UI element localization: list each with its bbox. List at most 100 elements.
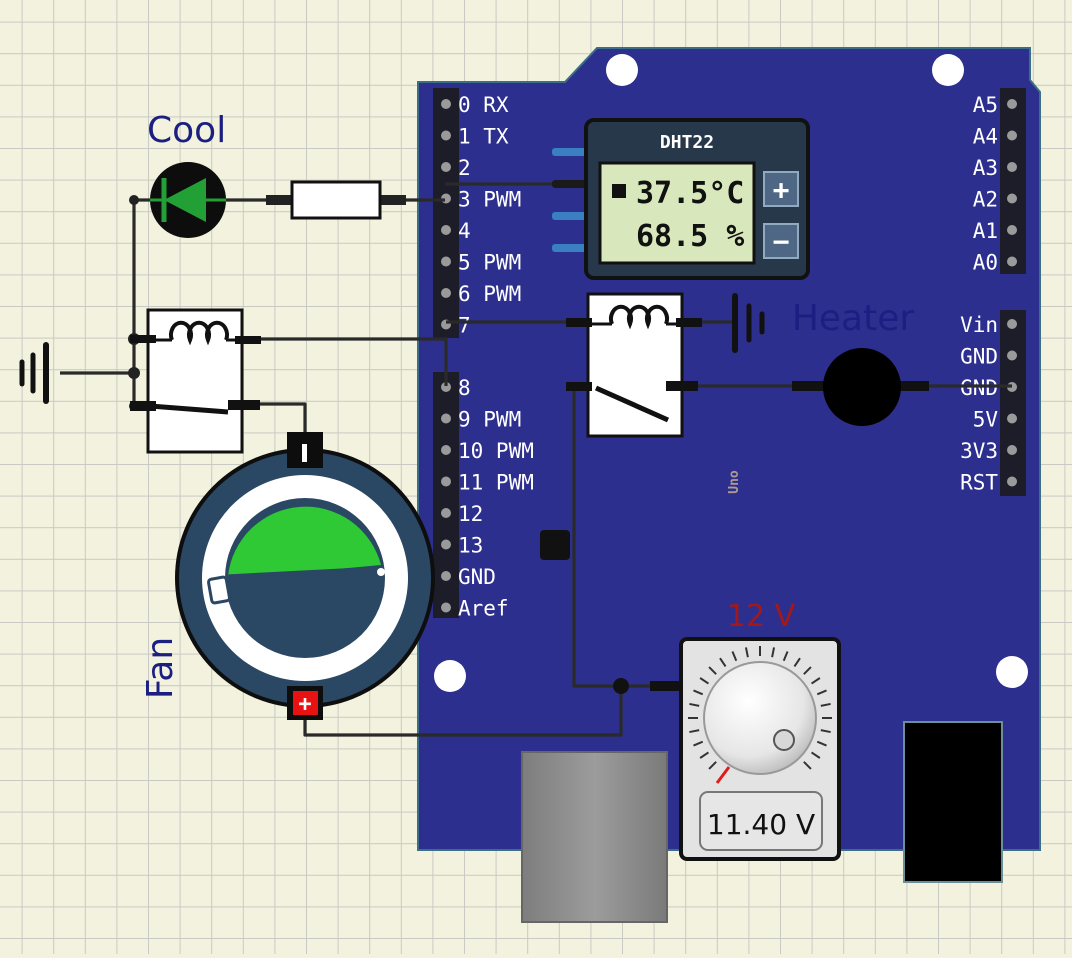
pin-label-left: 7 <box>458 314 471 338</box>
pin-label-left: 11 PWM <box>458 471 534 495</box>
header-right-upper <box>1000 88 1026 274</box>
dht22-sensor[interactable]: DHT22 37.5°C 68.5 % + − <box>552 118 810 280</box>
pin-left-6[interactable] <box>441 288 451 298</box>
pin-label-right: GND <box>960 376 998 400</box>
pin-right-7[interactable] <box>1007 350 1017 361</box>
pin-left-1[interactable] <box>441 130 451 141</box>
dial-tick <box>816 740 827 747</box>
pin-left-5[interactable] <box>441 256 451 267</box>
dht22-lcd <box>598 161 756 265</box>
pin-label-right: GND <box>960 345 998 369</box>
header-left-upper <box>433 88 459 338</box>
pin-right-10[interactable] <box>1007 445 1017 455</box>
wire-label-block <box>540 530 570 560</box>
pin-left-14[interactable] <box>441 571 451 581</box>
ground-symbol-heater <box>732 293 765 353</box>
voltage-display <box>699 791 823 851</box>
pin-right-9[interactable] <box>1007 413 1017 424</box>
dial-tick <box>793 657 801 668</box>
pin-label-left: 0 RX <box>458 93 509 117</box>
pin-label-left: GND <box>458 565 496 589</box>
pin-label-right: A2 <box>973 188 998 212</box>
fan[interactable]: + <box>175 432 435 720</box>
voltage-knob[interactable] <box>703 661 817 775</box>
dial-tick <box>810 677 821 685</box>
pin-left-4[interactable] <box>441 225 451 235</box>
power-jack <box>903 721 1003 883</box>
ground-symbol-left <box>19 342 49 404</box>
fan-plus-sign: + <box>298 692 311 717</box>
pin-left-10[interactable] <box>441 445 451 455</box>
pin-label-left: Aref <box>458 597 509 621</box>
dial-tick <box>689 702 700 707</box>
relay-fan[interactable] <box>130 308 261 454</box>
dial-tick <box>820 729 831 734</box>
knob-indicator <box>715 766 731 784</box>
mount-hole <box>996 656 1028 688</box>
pin-left-12[interactable] <box>441 508 451 518</box>
pin-label-left: 9 PWM <box>458 408 521 432</box>
pin-right-5[interactable] <box>1007 256 1017 267</box>
pin-label-right: 5V <box>973 408 999 432</box>
junction <box>128 367 140 379</box>
pin-label-right: A1 <box>973 219 998 243</box>
voltage-reading: 11.40 V <box>707 808 815 841</box>
relay-heater[interactable] <box>566 292 702 438</box>
pin-left-2[interactable] <box>441 162 451 172</box>
pin-right-6[interactable] <box>1007 319 1017 329</box>
temperature-up-button[interactable]: + <box>763 171 799 207</box>
cool-label: Cool <box>147 110 226 151</box>
pin-label-left: 8 <box>458 376 471 400</box>
pin-label-right: A0 <box>973 251 998 275</box>
pin-label-left: 10 PWM <box>458 439 534 463</box>
dial-tick <box>816 689 827 696</box>
pin-label-right: A3 <box>973 156 998 180</box>
dial-tick <box>708 666 717 675</box>
heater[interactable] <box>792 348 929 426</box>
dht22-title: DHT22 <box>660 132 714 153</box>
dial-tick <box>708 761 717 770</box>
junction <box>129 195 139 205</box>
pin-left-8[interactable] <box>441 382 451 392</box>
dial-tick <box>719 657 727 668</box>
pin-left-11[interactable] <box>441 476 451 487</box>
resistor[interactable] <box>266 180 406 220</box>
cool-led[interactable] <box>150 162 226 238</box>
dial-tick <box>693 740 704 747</box>
header-left-lower <box>433 372 459 618</box>
pin-left-0[interactable] <box>441 99 451 109</box>
pin-label-left: 2 <box>458 156 471 180</box>
pin-right-2[interactable] <box>1007 162 1017 172</box>
pin-left-15[interactable] <box>441 602 451 613</box>
supply-label: 12 V <box>727 599 796 634</box>
mount-hole <box>606 54 638 86</box>
header-right-lower <box>1000 310 1026 496</box>
plus-button-label: + <box>773 173 790 206</box>
pin-left-13[interactable] <box>441 539 451 550</box>
pin-label-right: 3V3 <box>960 439 998 463</box>
dial-tick <box>744 647 749 658</box>
pin-label-left: 1 TX <box>458 125 509 149</box>
dial-tick <box>689 729 700 734</box>
dial-tick <box>771 647 776 658</box>
power-supply-12v[interactable]: 11.40 V <box>650 637 841 861</box>
pin-right-11[interactable] <box>1007 476 1017 487</box>
pin-label-left: 5 PWM <box>458 251 521 275</box>
humidity-readout: 68.5 % <box>636 219 744 254</box>
lcd-cursor <box>612 184 626 198</box>
minus-button-label: − <box>773 225 790 258</box>
temperature-down-button[interactable]: − <box>763 223 799 259</box>
heater-label: Heater <box>792 298 915 339</box>
pin-left-9[interactable] <box>441 413 451 424</box>
pin-label-left: 12 <box>458 502 483 526</box>
pin-right-3[interactable] <box>1007 193 1017 204</box>
temperature-readout: 37.5°C <box>636 176 744 211</box>
dial-tick <box>699 677 710 685</box>
dial-tick <box>803 761 812 770</box>
pin-right-1[interactable] <box>1007 130 1017 141</box>
pin-label-right: A4 <box>973 125 998 149</box>
pin-right-0[interactable] <box>1007 99 1017 109</box>
fan-label: Fan <box>140 637 181 699</box>
pin-right-4[interactable] <box>1007 225 1017 235</box>
